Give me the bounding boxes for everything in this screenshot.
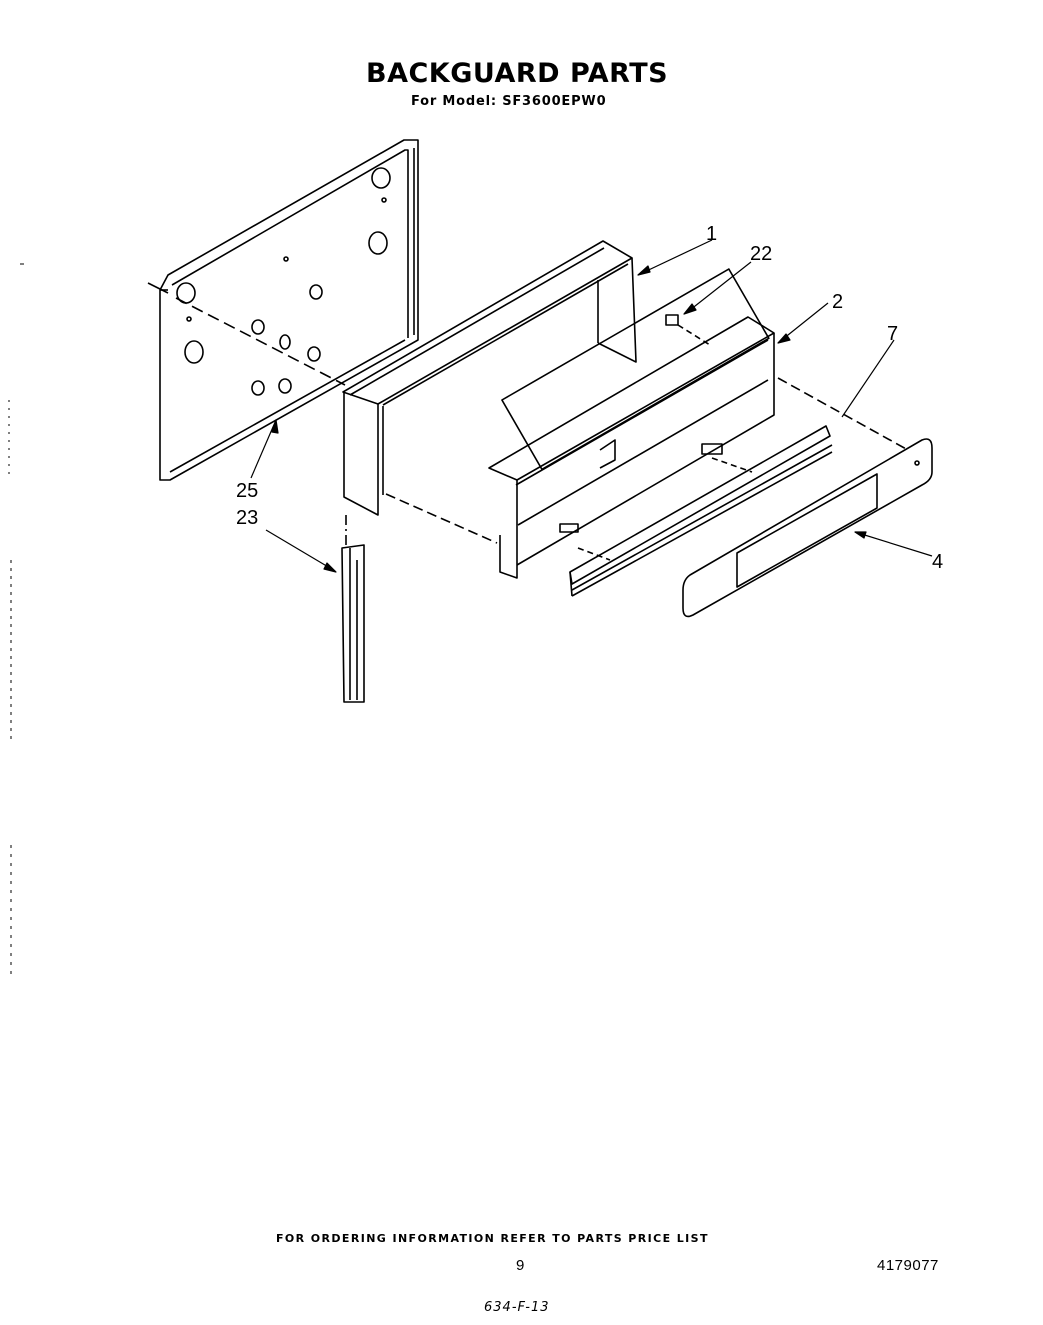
- part-25-rear-panel: [147, 139, 419, 481]
- callout-2: 2: [832, 291, 844, 313]
- callout-23: 23: [236, 507, 259, 529]
- part-7-trim-strip: [569, 425, 833, 597]
- part-22-clip: [665, 314, 711, 346]
- callout-22: 22: [750, 243, 773, 265]
- part-1-backguard-top: [342, 240, 637, 545]
- callout-4: 4: [932, 551, 944, 573]
- handwritten-code: 634-F-13: [484, 1300, 550, 1315]
- callout-25: 25: [236, 480, 259, 502]
- document-number: 4179077: [877, 1257, 939, 1274]
- callout-7: 7: [887, 323, 899, 345]
- ordering-note: FOR ORDERING INFORMATION REFER TO PARTS …: [276, 1232, 709, 1245]
- part-2-control-frame: [488, 268, 775, 579]
- page-number: 9: [516, 1257, 525, 1274]
- leader-lines: [250, 239, 933, 573]
- callout-1: 1: [706, 223, 718, 245]
- part-4-front-panel: [682, 377, 933, 618]
- part-23-end-bracket: [341, 544, 365, 703]
- model-subtitle: For Model: SF3600EPW0: [411, 94, 607, 109]
- scan-edge-marks: [8, 263, 24, 980]
- page-title: BACKGUARD PARTS: [366, 58, 669, 89]
